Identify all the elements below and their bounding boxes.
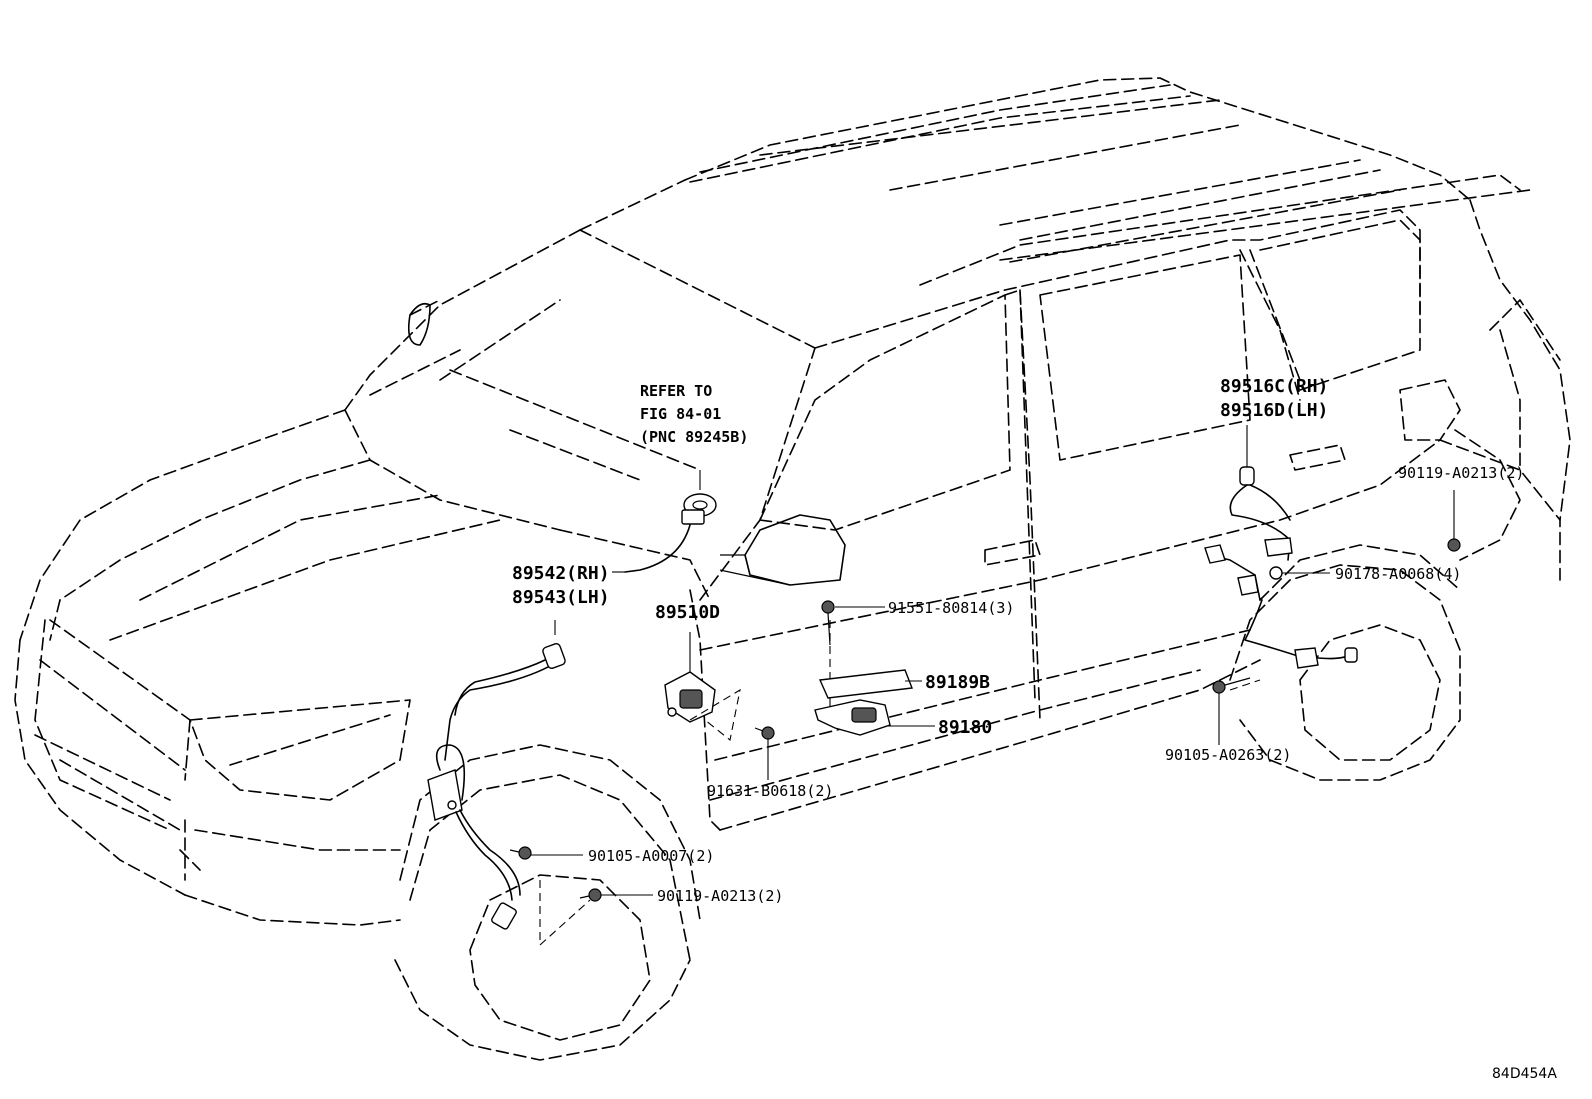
airbag-ecu-part [814,600,913,736]
airbag-sensor-side-part [1204,466,1461,694]
label-89543: 89543(LH) [512,587,610,608]
spiral-cable-part [624,493,717,573]
vehicle-outline [14,77,1571,1061]
label-90105-a0263: 90105-A0263(2) [1165,746,1291,764]
part-labels: REFER TO FIG 84-01 (PNC 89245B) 89542(RH… [512,376,1557,1082]
label-89516d: 89516D(LH) [1220,400,1328,421]
airbag-sensor-center-part [664,671,775,741]
label-91631: 91631-B0618(2) [707,782,833,800]
diagram-code: 84D454A [1492,1066,1557,1082]
label-90119-a0213-rear: 90119-A0213(2) [1398,464,1524,482]
label-89516c: 89516C(RH) [1220,376,1328,397]
airbag-sensor-front-lh-part [427,643,602,930]
refer-label-line1: REFER TO [640,382,712,400]
label-89180: 89180 [938,717,992,738]
refer-label-line3: (PNC 89245B) [640,428,748,446]
label-89189b: 89189B [925,672,990,693]
label-90178: 90178-A0068(4) [1335,565,1461,583]
label-90105-a0007: 90105-A0007(2) [588,847,714,865]
leader-lines [531,425,1455,947]
label-89510d: 89510D [655,602,720,623]
label-91551: 91551-80814(3) [888,599,1014,617]
refer-label-line2: FIG 84-01 [640,405,721,423]
label-89542: 89542(RH) [512,563,610,584]
label-90119-a0213-front: 90119-A0213(2) [657,887,783,905]
